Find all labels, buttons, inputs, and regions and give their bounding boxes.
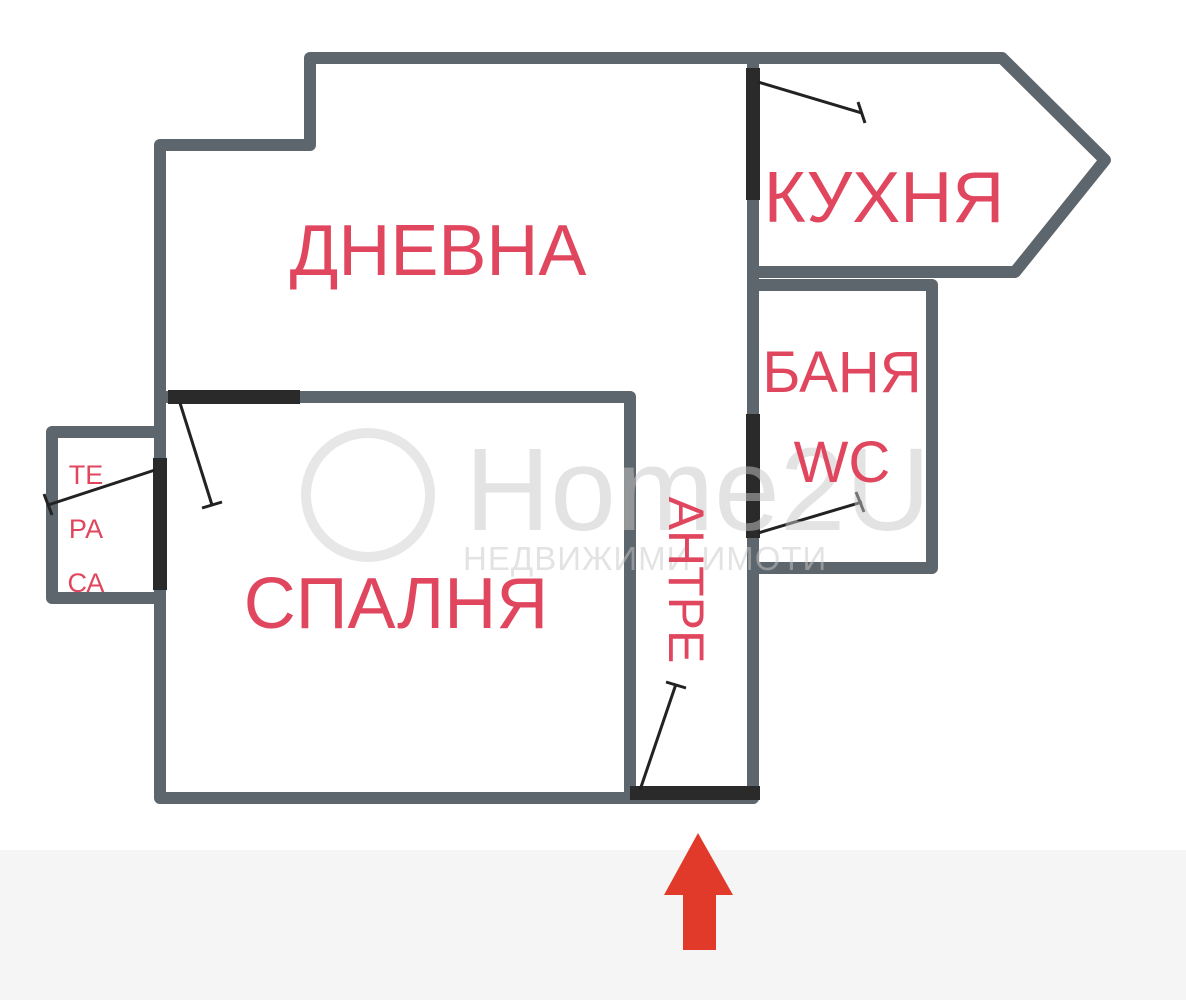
swing-entrance-tick: [665, 680, 687, 690]
watermark-tagline: НЕДВИЖИМИ ИМОТИ: [463, 540, 827, 577]
swing-terrace-tick: [42, 493, 54, 516]
label-terrace-line2: РА: [69, 514, 103, 544]
room-labels: ДНЕВНА КУХНЯ БАНЯ WC СПАЛНЯ ТЕ РА СА АНТ…: [68, 158, 1005, 663]
wall-kitchen: [747, 52, 1111, 278]
label-bath-line1: БАНЯ: [762, 340, 921, 405]
label-hallway: АНТРЕ: [658, 497, 714, 664]
swing-terrace: [47, 468, 156, 507]
bottom-band: [0, 850, 1186, 1000]
doors: [153, 68, 760, 800]
swing-entrance: [638, 683, 678, 791]
swing-bedroom-tick: [201, 500, 223, 510]
label-terrace-line3: СА: [68, 568, 105, 598]
entrance-arrow-icon: [664, 833, 733, 950]
wall-bathroom: [747, 279, 938, 574]
label-terrace-line1: ТЕ: [69, 460, 104, 490]
watermark-brand: Home2U: [465, 424, 931, 556]
swing-bedroom: [178, 402, 214, 506]
label-living: ДНЕВНА: [290, 211, 587, 291]
wall-living-outer: [154, 52, 759, 804]
watermark: Home2U НЕДВИЖИМИ ИМОТИ: [301, 424, 931, 577]
swing-kitchen-tick: [856, 101, 867, 124]
label-kitchen: КУХНЯ: [764, 158, 1005, 238]
door-swings: [42, 80, 867, 791]
label-bedroom: СПАЛНЯ: [244, 564, 549, 644]
label-bath-line2: WC: [794, 430, 891, 495]
swing-kitchen: [757, 80, 863, 115]
swing-bathroom: [757, 500, 863, 535]
swing-bathroom-tick: [854, 491, 866, 513]
watermark-logo-icon: [301, 428, 435, 562]
